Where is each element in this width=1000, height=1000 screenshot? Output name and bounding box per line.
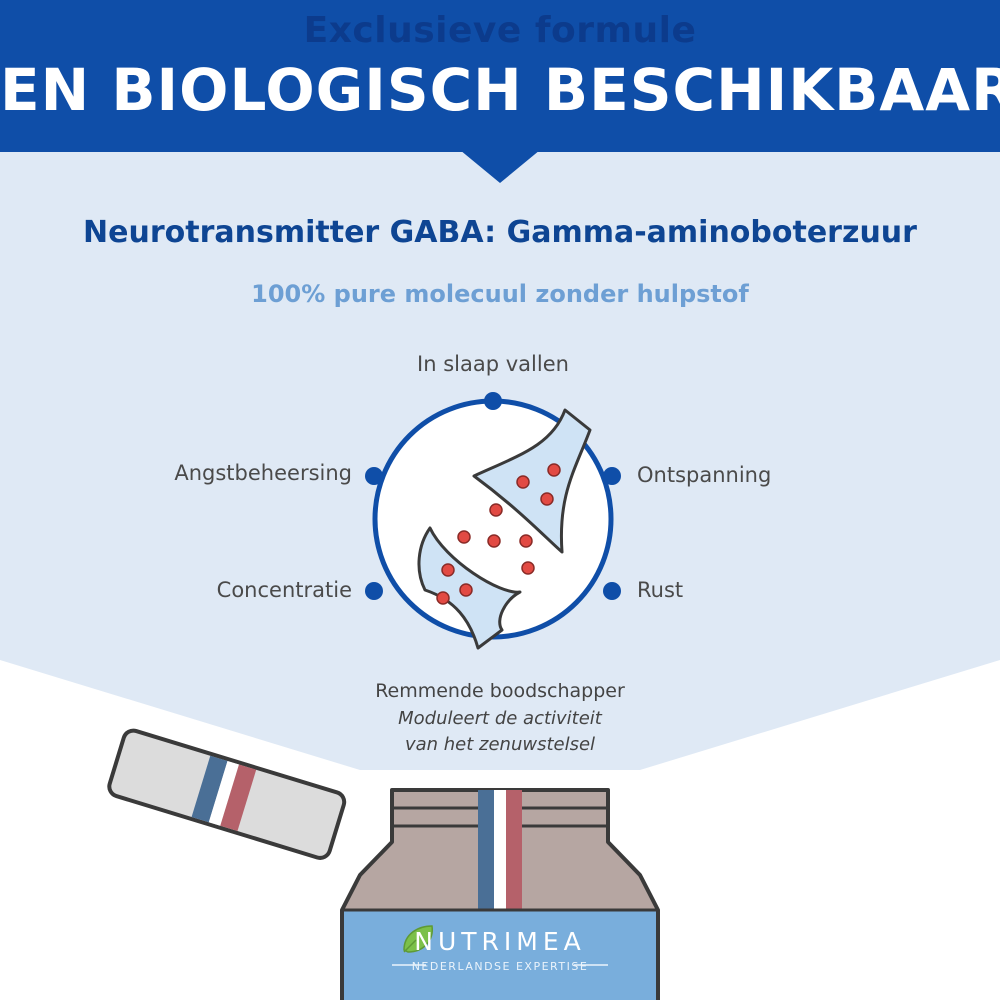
benefit-label-top: In slaap vallen [417,352,569,376]
banner-top-text: Exclusieve formule [303,10,697,51]
molecule-dot [489,503,503,517]
molecule-dot [540,492,554,506]
leaf-icon [403,925,433,953]
benefit-label-right-upper: Ontspanning [637,463,772,487]
caption-title: Remmende boodschapper [375,680,625,702]
molecule-dot [441,563,455,577]
molecule-dot [436,591,450,605]
molecule-dot [519,534,533,548]
brand-subtitle: NEDERLANDSE EXPERTISE [411,960,589,973]
molecule-dot [516,475,530,489]
subtitle: Neurotransmitter GABA: Gamma-aminoboterz… [83,215,917,250]
benefit-label-left-lower: Concentratie [216,578,352,602]
molecule-dot [521,561,535,575]
upper-neuron-terminal [472,408,592,554]
banner-pointer [460,150,540,183]
benefit-dot-top [484,392,502,410]
synapse-diagram [365,392,621,650]
benefit-dot-left-lower [365,582,383,600]
molecule-dot [487,534,501,548]
benefit-dot-right-upper [603,467,621,485]
caption-line-1: Moduleert de activiteit [398,708,602,729]
benefit-dot-left-upper [365,467,383,485]
banner-headline: EN BIOLOGISCH BESCHIKBAAR [0,56,1000,124]
benefit-label-right-lower: Rust [637,578,684,602]
brand-name: NUTRIMEA [414,927,586,956]
molecule-dot [459,583,473,597]
molecule-dot [547,463,561,477]
banner-band [0,0,1000,152]
jar-lid [107,728,347,860]
gaba-molecules [436,463,561,605]
benefit-label-left-upper: Angstbeheersing [174,461,352,485]
benefit-dot-right-lower [603,582,621,600]
caption-line-2: van het zenuwstelsel [404,734,596,755]
molecule-dot [457,530,471,544]
tagline: 100% pure molecuul zonder hulpstof [251,280,749,308]
